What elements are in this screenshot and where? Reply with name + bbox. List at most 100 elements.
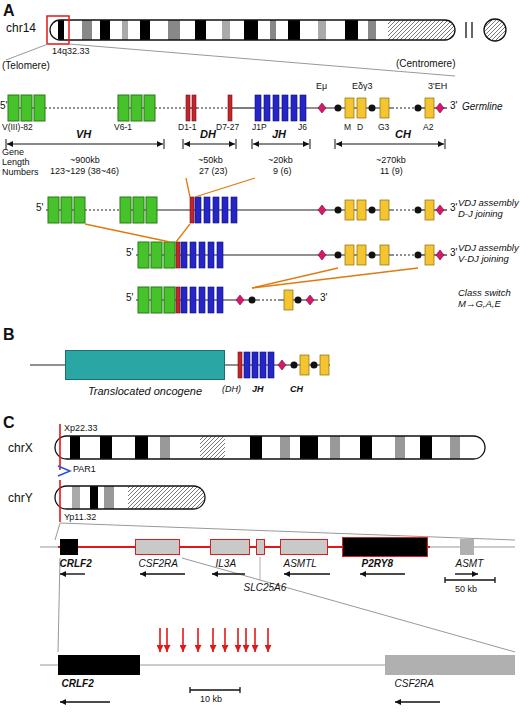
c-segment [357, 98, 366, 118]
label-text: Class switch M→G,A,E [458, 288, 520, 310]
d-segment [228, 95, 232, 121]
chromosome-band [360, 436, 372, 459]
orientation-arrow [360, 573, 405, 574]
size-bracket [7, 144, 163, 145]
chromosome-band [140, 20, 150, 40]
label-text: JH [252, 384, 264, 394]
j-segment [213, 197, 219, 223]
scale-tick [444, 577, 445, 583]
scale-bar [445, 579, 495, 580]
recombination-line [85, 224, 170, 242]
gene-name: Translocated oncogene [88, 385, 202, 398]
enhancer-diamond [436, 103, 444, 113]
j-segment [190, 287, 196, 313]
chromosome-band [288, 20, 300, 40]
enhancer-diamond [318, 250, 326, 260]
j-segment [291, 95, 297, 121]
c-segment [380, 245, 389, 265]
chromosome-band [160, 436, 170, 459]
label-text: CH [395, 128, 411, 141]
scale-tick [239, 687, 240, 693]
gene-name: ASMTL [284, 558, 317, 570]
d-segment [186, 95, 190, 121]
c-segment [320, 355, 329, 375]
chromosome-band [330, 436, 340, 459]
label-text: PAR1 [73, 464, 96, 474]
enhancer-diamond [436, 250, 444, 260]
chromosome-band [72, 486, 80, 509]
chromosome-outline [55, 436, 485, 459]
zoom-line [69, 44, 455, 76]
scale-tick [189, 687, 190, 693]
v-segment [34, 95, 45, 121]
label-text: 27 (23) [199, 166, 228, 176]
label-text: A [3, 2, 15, 20]
c-segment [300, 355, 309, 375]
breakpoint-arrow [237, 628, 239, 652]
switch-region [415, 105, 422, 112]
enhancer-diamond [318, 103, 326, 113]
bracket-tick [445, 139, 446, 149]
gene-box: CRLF2 [58, 655, 140, 675]
label-text: VDJ assembly D-J joining [458, 198, 520, 220]
label-text: 3' [320, 292, 327, 304]
j-segment [273, 95, 279, 121]
dna-line [155, 107, 186, 108]
chromosome-band [450, 436, 460, 459]
v-segment [118, 95, 129, 121]
c-segment [345, 200, 354, 220]
breakpoint-arrow [182, 628, 184, 652]
breakpoint-line [59, 480, 61, 522]
j-segment [231, 197, 237, 223]
label-text: D [357, 123, 363, 133]
switch-region [335, 207, 342, 214]
j-segment [199, 242, 205, 268]
recombination-line [186, 178, 190, 197]
v-segment [164, 287, 175, 313]
size-bracket [184, 144, 235, 145]
enhancer-diamond [436, 205, 444, 215]
j-segment [181, 242, 187, 268]
switch-region [295, 297, 302, 304]
chromosome-band [250, 436, 262, 459]
j-segment [255, 95, 261, 121]
j-segment [282, 95, 288, 121]
j-segment [222, 197, 228, 223]
chromosome-band [318, 20, 326, 40]
orientation-arrow [60, 701, 110, 702]
v-segment [120, 197, 131, 223]
switch-region [369, 207, 376, 214]
breakpoint-arrow [245, 628, 247, 652]
gene-box: CRLF2 [60, 539, 78, 555]
chromosome-band [368, 20, 376, 40]
chromosome-band [122, 20, 128, 40]
gene-box: CSF2RA [385, 655, 515, 675]
c-segment [345, 98, 354, 118]
v-segment [131, 95, 142, 121]
label-text: J1P [252, 123, 267, 133]
chromosome-band [420, 436, 432, 459]
dna-line [258, 299, 280, 300]
c-segment [425, 245, 434, 265]
satellite [484, 19, 506, 41]
d-segment [176, 287, 180, 313]
breakpoint-line [59, 424, 61, 470]
c-segment [357, 245, 366, 265]
bracket-tick [310, 139, 311, 149]
label-text: Yp11.32 [64, 512, 96, 522]
heterochromatin [128, 486, 205, 509]
j-segment [264, 95, 270, 121]
gene-name: SLC25A6 [244, 582, 287, 594]
leader-line [260, 557, 261, 580]
d-segment [190, 197, 194, 223]
bracket-tick [335, 139, 336, 149]
dna-line [45, 107, 118, 108]
label-text: Germline [462, 101, 503, 113]
v-segment [138, 242, 149, 268]
label-text: B [3, 326, 15, 344]
j-segment [217, 242, 223, 268]
chromosome-outline [55, 486, 205, 509]
heterochromatin [200, 436, 225, 459]
label-text: 123~129 (38~46) [50, 166, 119, 176]
chromosome-band [300, 436, 318, 459]
